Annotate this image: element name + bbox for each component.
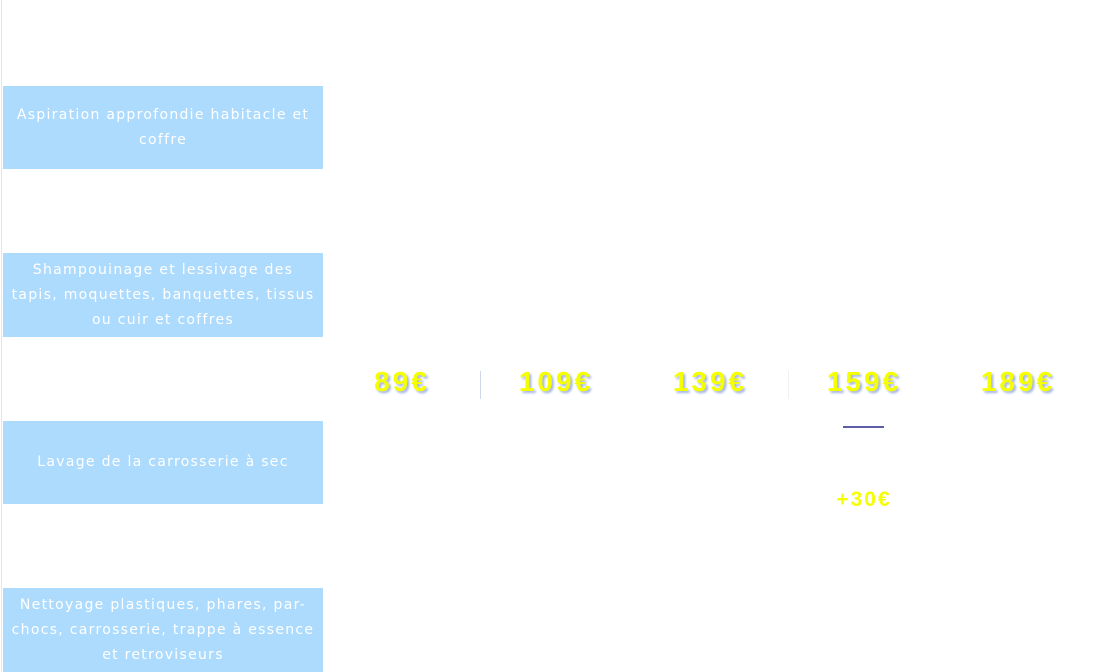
service-body-wash: Lavage de la carrosserie à sec bbox=[3, 421, 323, 504]
service-plastics-cleaning: Nettoyage plastiques, phares, par-chocs,… bbox=[3, 588, 323, 672]
price-5: 189€ bbox=[980, 366, 1056, 397]
price-4: 159€ bbox=[826, 366, 902, 397]
service-vacuum: Aspiration approfondie habitacle et coff… bbox=[3, 86, 323, 169]
price-1: 89€ bbox=[374, 366, 430, 397]
price-3: 139€ bbox=[672, 366, 748, 397]
divider bbox=[480, 371, 481, 399]
extra-price: +30€ bbox=[836, 488, 892, 511]
divider bbox=[788, 371, 789, 399]
service-shampoo: Shampouinage et lessivage des tapis, moq… bbox=[3, 253, 323, 337]
accent-line bbox=[843, 426, 884, 428]
page-edge bbox=[1, 0, 2, 672]
price-2: 109€ bbox=[518, 366, 594, 397]
